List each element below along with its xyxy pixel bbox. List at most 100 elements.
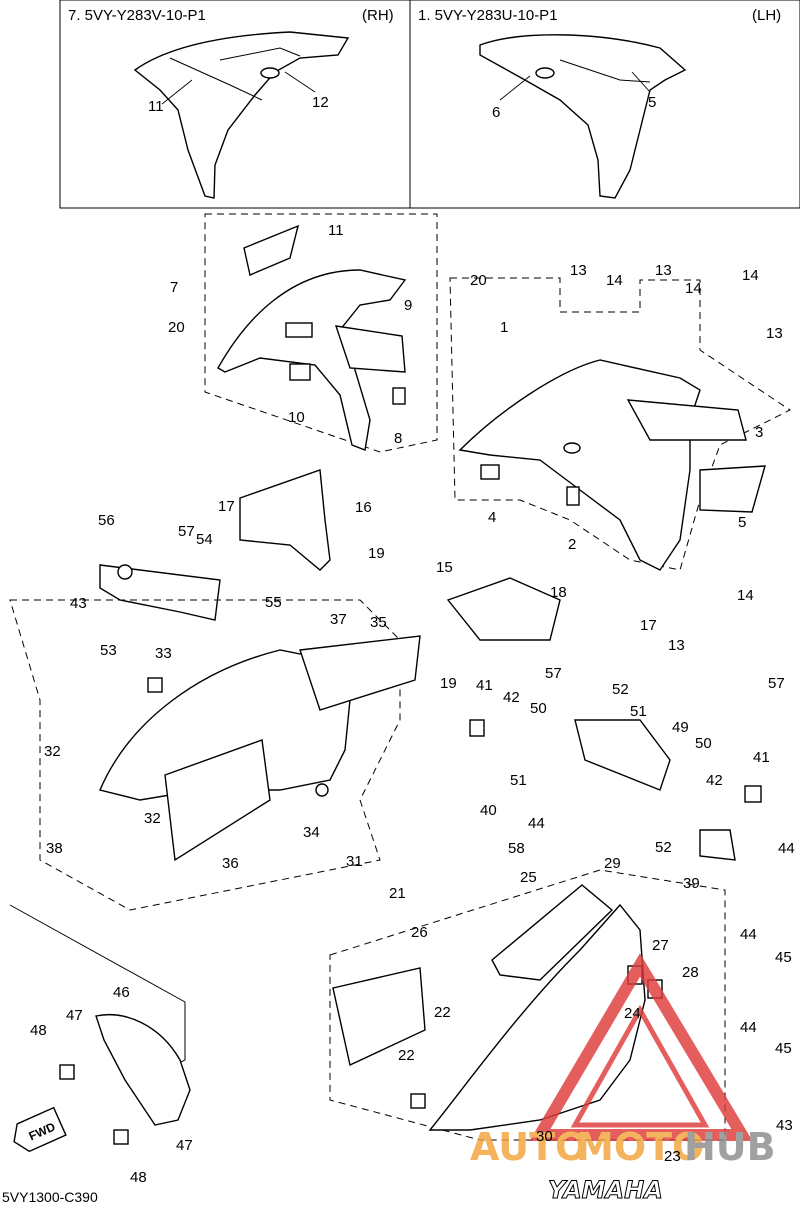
callout-21: 57 — [178, 523, 195, 540]
callout-43: 32 — [44, 743, 61, 760]
inner-panel-16 — [239, 469, 331, 571]
callout-51: 38 — [46, 840, 63, 857]
callout-14: 3 — [755, 424, 763, 441]
callout-39: 37 — [330, 611, 347, 628]
callout-74: 44 — [740, 1019, 757, 1036]
inset-label-5: 5 — [648, 94, 656, 111]
drawing-code: 5VY1300-C390 — [2, 1189, 98, 1205]
callout-20: 56 — [98, 512, 115, 529]
callout-75: 45 — [775, 1040, 792, 1057]
callout-55: 31 — [346, 853, 363, 870]
callout-50: 44 — [528, 815, 545, 832]
callout-36: 51 — [630, 703, 647, 720]
callout-73: 22 — [398, 1047, 415, 1064]
callout-35: 50 — [530, 700, 547, 717]
callout-48: 41 — [753, 749, 770, 766]
callout-79: 47 — [176, 1137, 193, 1154]
callout-40: 35 — [370, 614, 387, 631]
inset-left-side: (RH) — [362, 7, 394, 24]
callout-60: 29 — [604, 855, 621, 872]
inset-right-side: (LH) — [752, 7, 781, 24]
callout-47: 57 — [768, 675, 785, 692]
callout-11: 14 — [685, 280, 702, 297]
callout-27: 15 — [436, 559, 453, 576]
watermark-part1: AUTO — [470, 1125, 587, 1169]
fwd-arrow-icon: FWD — [13, 1106, 67, 1153]
callout-69: 46 — [113, 984, 130, 1001]
callout-65: 28 — [682, 964, 699, 981]
callout-30: 14 — [737, 587, 754, 604]
callout-76: 30 — [536, 1128, 553, 1145]
callout-17: 5 — [738, 514, 746, 531]
callout-32: 19 — [440, 675, 457, 692]
inset-left-title: 7. 5VY-Y283V-10-P1 — [68, 7, 206, 24]
watermark-part2: MOTO — [576, 1125, 704, 1169]
callout-46: 50 — [695, 735, 712, 752]
callout-77: 23 — [664, 1148, 681, 1165]
callout-78: 43 — [776, 1117, 793, 1134]
rh-cowling — [217, 269, 407, 451]
lower-fairing — [428, 903, 646, 1131]
inset-right-title: 1. 5VY-Y283U-10-P1 — [418, 7, 558, 24]
callout-49: 42 — [706, 772, 723, 789]
callout-62: 25 — [520, 869, 537, 886]
callout-63: 26 — [411, 924, 428, 941]
inset-label-6: 6 — [492, 104, 500, 121]
callout-64: 27 — [652, 937, 669, 954]
callout-42: 42 — [503, 689, 520, 706]
callout-44: 40 — [480, 802, 497, 819]
callout-72: 24 — [624, 1005, 641, 1022]
yamaha-brand-mark: YAMAHA — [548, 1176, 663, 1204]
callout-31: 13 — [668, 637, 685, 654]
inset-label-12: 12 — [312, 94, 329, 111]
callout-53: 34 — [303, 824, 320, 841]
bracket-49 — [574, 719, 671, 791]
watermark-part3: HUB — [684, 1125, 776, 1169]
callout-2: 20 — [168, 319, 185, 336]
bracket-15 — [446, 577, 561, 641]
callout-15: 4 — [488, 509, 496, 526]
callout-3: 9 — [404, 297, 412, 314]
callout-22: 54 — [196, 531, 213, 548]
lh-cowling-inset — [479, 34, 687, 199]
callout-10: 13 — [655, 262, 672, 279]
callout-5: 8 — [394, 430, 402, 447]
callout-38: 33 — [155, 645, 172, 662]
callout-9: 14 — [606, 272, 623, 289]
callout-57: 52 — [655, 839, 672, 856]
callout-0: 11 — [328, 222, 344, 239]
automotohub-watermark: AUTO MOTO HUB — [470, 953, 776, 1169]
callout-28: 18 — [550, 584, 567, 601]
callout-61: 21 — [389, 885, 406, 902]
rh-cowling-inset — [133, 31, 350, 199]
callout-41: 41 — [476, 677, 493, 694]
callout-7: 20 — [470, 272, 487, 289]
callout-52: 32 — [144, 810, 161, 827]
callout-26: 53 — [100, 642, 117, 659]
callout-12: 14 — [742, 267, 759, 284]
callout-23: 19 — [368, 545, 385, 562]
callout-24: 43 — [70, 595, 87, 612]
callout-29: 17 — [640, 617, 657, 634]
callout-19: 16 — [355, 499, 372, 516]
callout-80: 48 — [130, 1169, 147, 1186]
callout-68: 47 — [66, 1007, 83, 1024]
callout-1: 7 — [170, 279, 178, 296]
callout-8: 13 — [570, 262, 587, 279]
callout-4: 10 — [288, 409, 305, 426]
inset-label-11: 11 — [148, 98, 164, 115]
callout-56: 58 — [508, 840, 525, 857]
callout-34: 52 — [612, 681, 629, 698]
callout-71: 22 — [434, 1004, 451, 1021]
cover-46 — [95, 1014, 191, 1126]
callout-25: 55 — [265, 594, 282, 611]
callout-54: 36 — [222, 855, 239, 872]
callout-59: 44 — [778, 840, 795, 857]
inner-panel-31 — [99, 649, 351, 801]
callout-33: 57 — [545, 665, 562, 682]
callout-13: 13 — [766, 325, 783, 342]
callout-16: 2 — [568, 536, 576, 553]
callout-37: 49 — [672, 719, 689, 736]
